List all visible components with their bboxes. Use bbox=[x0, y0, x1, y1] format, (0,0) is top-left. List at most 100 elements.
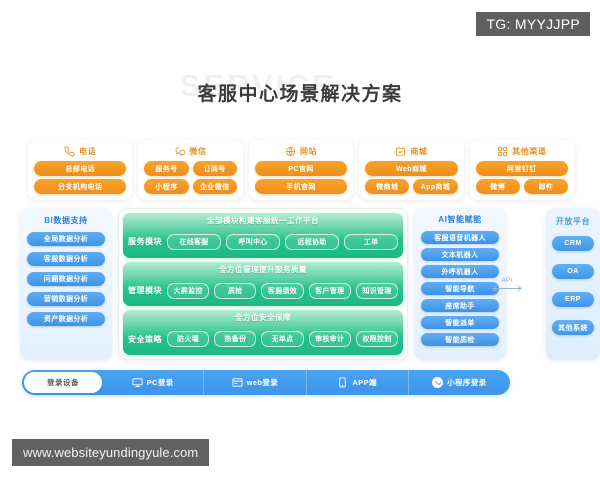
core-block-label: 服务模块 bbox=[128, 237, 162, 247]
browser-icon bbox=[232, 377, 243, 388]
channel-pill-line: Web商城 bbox=[365, 161, 458, 176]
channel-card-header: 其他渠道 bbox=[497, 145, 546, 157]
channel-pill[interactable]: 微博 bbox=[475, 179, 520, 194]
core-item[interactable]: 质检 bbox=[214, 282, 257, 299]
open-platform-item[interactable]: 其他系统 bbox=[552, 320, 594, 335]
channel-title: 商城 bbox=[410, 146, 428, 156]
core-block-service: 全部模块构建客服统一工作平台 服务模块 在线客服 呼叫中心 远程协助 工单 bbox=[123, 213, 403, 258]
core-item[interactable]: 大屏监控 bbox=[167, 282, 210, 299]
core-item[interactable]: 客服绩效 bbox=[261, 282, 304, 299]
channel-pill-rows: 阿里钉钉 微博 邮件 bbox=[475, 161, 569, 194]
login-item-miniprogram[interactable]: 小程序登录 bbox=[409, 370, 510, 395]
channel-card-wechat[interactable]: 微信 服务号 订阅号 小程序 企业微信 bbox=[138, 140, 243, 200]
open-platform-item[interactable]: ERP bbox=[552, 292, 594, 307]
ai-item[interactable]: 文本机器人 bbox=[421, 248, 499, 261]
ai-item[interactable]: 座席助手 bbox=[421, 299, 499, 312]
core-block-security: 全方位安全保障 安全策略 防火墙 热备份 无单点 审核审计 权限控制 bbox=[123, 310, 403, 356]
channel-pill[interactable]: 订阅号 bbox=[192, 161, 237, 176]
channel-card-other[interactable]: 其他渠道 阿里钉钉 微博 邮件 bbox=[469, 140, 575, 200]
open-platform-item[interactable]: CRM bbox=[552, 236, 594, 251]
login-item-label: APP端 bbox=[352, 378, 377, 387]
channel-pill-line: 总部电话 bbox=[34, 161, 127, 176]
ai-empowerment-panel: AI智能赋能 客服语音机器人 文本机器人 外呼机器人 智能导航 座席助手 智能派… bbox=[414, 208, 506, 360]
channel-title: 网站 bbox=[299, 146, 318, 156]
core-block-body: 安全策略 防火墙 热备份 无单点 审核审计 权限控制 bbox=[123, 325, 403, 355]
telegram-watermark: TG: MYYJJPP bbox=[476, 12, 590, 36]
channel-pill[interactable]: 手机官网 bbox=[254, 179, 348, 194]
bi-item[interactable]: 全局数据分析 bbox=[27, 232, 105, 246]
monitor-icon bbox=[132, 377, 143, 388]
ai-item[interactable]: 客服语音机器人 bbox=[421, 231, 499, 244]
channel-pill[interactable]: 阿里钉钉 bbox=[475, 161, 569, 176]
channel-card-header: 商城 bbox=[395, 145, 427, 157]
channel-pill-line: 服务号 订阅号 bbox=[144, 161, 237, 176]
core-block-label: 安全策略 bbox=[128, 334, 162, 344]
channel-card-row: 电话 总部电话 分支机构电话 微信 服务号 bbox=[28, 140, 575, 200]
login-device-bar: 登录设备 PC登录 web登录 APP端 bbox=[22, 370, 510, 395]
core-block-items: 在线客服 呼叫中心 远程协助 工单 bbox=[167, 233, 398, 250]
bi-item[interactable]: 客服数据分析 bbox=[27, 252, 105, 266]
channel-card-website[interactable]: 网站 PC官网 手机官网 bbox=[248, 140, 354, 200]
core-block-items: 大屏监控 质检 客服绩效 客户管理 知识管理 bbox=[167, 282, 399, 299]
channel-pill[interactable]: 邮件 bbox=[523, 179, 569, 194]
core-item[interactable]: 呼叫中心 bbox=[226, 233, 280, 250]
channel-pill[interactable]: 服务号 bbox=[144, 161, 189, 176]
channel-pill-rows: 服务号 订阅号 小程序 企业微信 bbox=[144, 161, 237, 194]
middle-band: BI数据支持 全局数据分析 客服数据分析 问题数据分析 营销数据分析 资产数据分… bbox=[20, 208, 600, 366]
channel-pill[interactable]: Web商城 bbox=[365, 161, 458, 176]
core-block-body: 服务模块 在线客服 呼叫中心 远程协助 工单 bbox=[123, 228, 403, 258]
core-block-management: 全方位管理提升服务质量 管理模块 大屏监控 质检 客服绩效 客户管理 知识管理 bbox=[123, 261, 403, 307]
channel-card-header: 微信 bbox=[174, 145, 207, 157]
bi-item[interactable]: 问题数据分析 bbox=[27, 272, 105, 286]
core-item[interactable]: 无单点 bbox=[261, 331, 304, 348]
core-item[interactable]: 热备份 bbox=[214, 331, 257, 348]
open-platform-item[interactable]: OA bbox=[552, 264, 594, 279]
login-item-app[interactable]: APP端 bbox=[307, 370, 409, 395]
core-item[interactable]: 远程协助 bbox=[285, 233, 339, 250]
channel-pill-line: 手机官网 bbox=[254, 179, 348, 194]
page-title-area: SERVICE 客服中心场景解决方案 bbox=[0, 68, 600, 114]
channel-pill[interactable]: PC官网 bbox=[254, 161, 348, 176]
core-block-items: 防火墙 热备份 无单点 审核审计 权限控制 bbox=[167, 331, 399, 348]
wechat-icon bbox=[174, 146, 186, 157]
login-bar-chip: 登录设备 bbox=[24, 372, 102, 393]
channel-pill-rows: Web商城 微商城 App商城 bbox=[365, 161, 458, 194]
core-platform-panel: 全部模块构建客服统一工作平台 服务模块 在线客服 呼叫中心 远程协助 工单 全方… bbox=[118, 208, 408, 360]
core-item[interactable]: 审核审计 bbox=[308, 331, 351, 348]
channel-card-phone[interactable]: 电话 总部电话 分支机构电话 bbox=[28, 140, 133, 200]
ghost-watermark-text: SERVICE bbox=[179, 68, 337, 103]
core-item[interactable]: 工单 bbox=[344, 233, 398, 250]
core-item[interactable]: 权限控制 bbox=[355, 331, 399, 348]
channel-pill[interactable]: App商城 bbox=[413, 179, 458, 194]
login-item-web[interactable]: web登录 bbox=[204, 370, 307, 395]
ai-item[interactable]: 智能导航 bbox=[421, 282, 499, 295]
channel-title: 电话 bbox=[79, 146, 97, 156]
site-watermark: www.websiteyundingyule.com bbox=[12, 439, 210, 466]
channel-pill[interactable]: 总部电话 bbox=[34, 161, 127, 176]
core-item[interactable]: 知识管理 bbox=[355, 282, 399, 299]
channel-card-mall[interactable]: 商城 Web商城 微商城 App商城 bbox=[359, 140, 464, 200]
channel-pill[interactable]: 分支机构电话 bbox=[34, 179, 127, 194]
miniprogram-icon bbox=[432, 377, 444, 388]
channel-pill[interactable]: 企业微信 bbox=[192, 179, 237, 194]
bi-item[interactable]: 资产数据分析 bbox=[27, 312, 105, 326]
core-block-caption: 全方位安全保障 bbox=[235, 313, 291, 323]
core-block-label: 管理模块 bbox=[128, 286, 162, 295]
login-bar-items: PC登录 web登录 APP端 小程序登录 bbox=[102, 370, 510, 395]
bi-item[interactable]: 营销数据分析 bbox=[27, 292, 105, 306]
ai-panel-title: AI智能赋能 bbox=[438, 215, 482, 224]
core-item[interactable]: 在线客服 bbox=[167, 233, 221, 250]
open-platform-title: 开放平台 bbox=[555, 217, 591, 226]
core-item[interactable]: 防火墙 bbox=[167, 331, 210, 348]
ai-item[interactable]: 外呼机器人 bbox=[421, 265, 499, 278]
channel-pill-rows: 总部电话 分支机构电话 bbox=[34, 161, 127, 194]
channel-pill[interactable]: 小程序 bbox=[144, 179, 189, 194]
channel-title: 其他渠道 bbox=[512, 146, 547, 156]
login-item-pc[interactable]: PC登录 bbox=[102, 370, 205, 395]
core-item[interactable]: 客户管理 bbox=[308, 282, 351, 299]
login-item-label: 小程序登录 bbox=[447, 378, 487, 387]
channel-pill[interactable]: 微商城 bbox=[365, 179, 410, 194]
ai-item[interactable]: 智能派单 bbox=[421, 316, 499, 329]
ai-item[interactable]: 智能质检 bbox=[421, 333, 499, 346]
page-title: 客服中心场景解决方案 bbox=[197, 83, 403, 105]
